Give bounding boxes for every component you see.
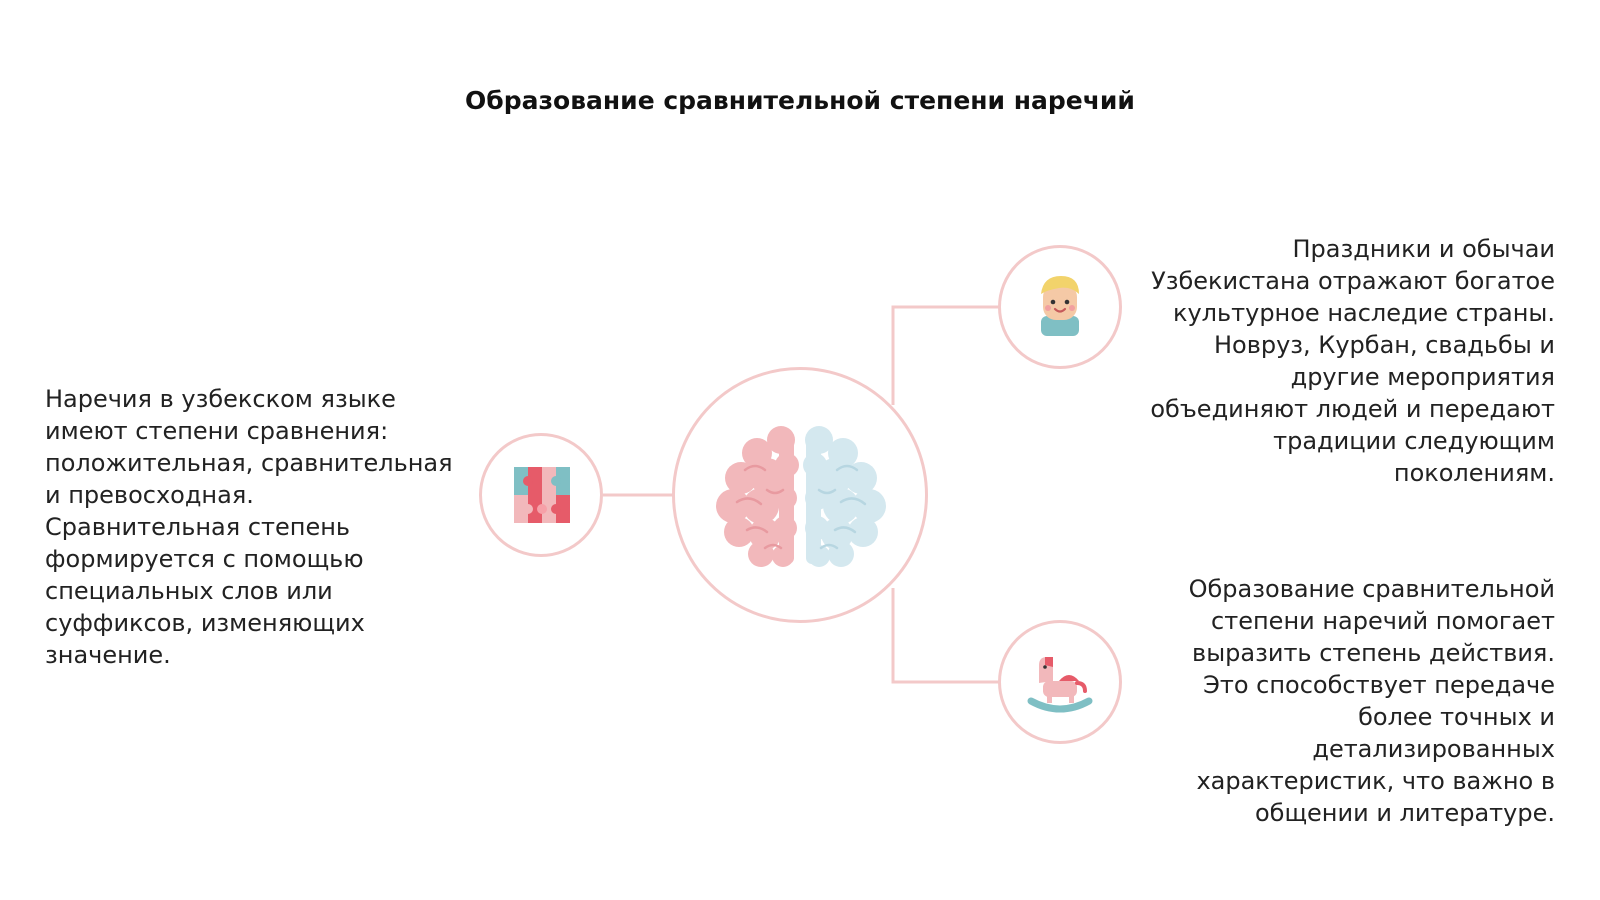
- brain-icon: [716, 426, 886, 567]
- bottom-right-node: [998, 620, 1122, 744]
- child-face-icon: [1041, 276, 1079, 336]
- page-title: Образование сравнительной степени наречи…: [465, 86, 1135, 115]
- top-right-node: [998, 245, 1122, 369]
- center-node: [672, 367, 928, 623]
- top-right-description: Праздники и обычаи Узбекистана отражают …: [1150, 235, 1555, 487]
- connector-bottom-right: [891, 588, 999, 684]
- left-node: [479, 433, 603, 557]
- puzzle-icon: [514, 467, 570, 523]
- bottom-right-description: Образование сравнительной степени наречи…: [1188, 575, 1555, 827]
- rocking-horse-icon: [1027, 657, 1093, 713]
- left-description: Наречия в узбекском языке имеют степени …: [45, 385, 453, 669]
- connector-top-right: [891, 305, 999, 405]
